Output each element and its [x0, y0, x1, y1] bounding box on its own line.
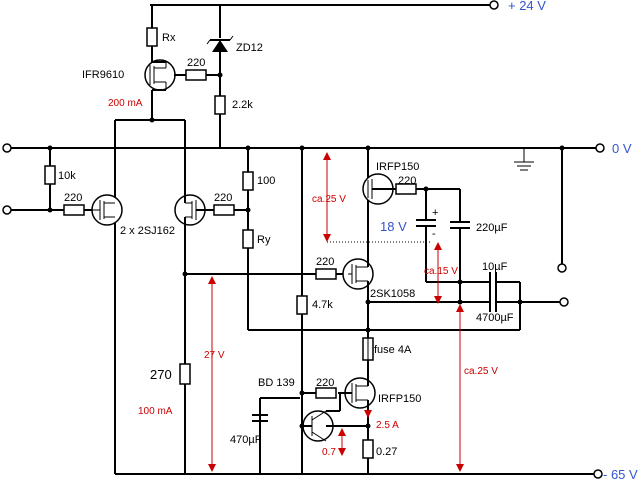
- terminal-feedback[interactable]: [557, 263, 567, 273]
- label-ry: Ry: [257, 234, 271, 246]
- label-v07: 0.7 V: [322, 447, 346, 458]
- resistor-100: [242, 171, 254, 191]
- label-r270: 270: [150, 367, 172, 382]
- resistor-10k: [44, 165, 56, 185]
- label-ifr9610: IFR9610: [82, 69, 124, 81]
- label-r220-mid: 220: [214, 192, 232, 204]
- label-i100: 100 mA: [138, 406, 173, 417]
- ground-icon: [514, 148, 534, 171]
- label-c4700: 4700µF: [476, 312, 514, 324]
- label-neg65: - 65 V: [603, 467, 638, 480]
- resistor-220-input: [63, 204, 85, 216]
- terminal-output[interactable]: [559, 297, 569, 307]
- label-irfp150-bottom: IRFP150: [378, 393, 421, 405]
- label-rx: Rx: [162, 32, 176, 44]
- resistor-0r27: [362, 439, 374, 459]
- resistor-220-mid: [213, 204, 235, 216]
- label-r220-irfp-top: 220: [398, 175, 416, 187]
- label-r220-top: 220: [187, 57, 205, 69]
- label-sj162: 2 x 2SJ162: [120, 225, 175, 237]
- label-pos24: + 24 V: [508, 0, 546, 13]
- label-r10k: 10k: [58, 170, 76, 182]
- label-r2k2: 2.2k: [232, 99, 253, 111]
- label-r100: 100: [257, 175, 275, 187]
- resistor-220-top: [185, 69, 207, 81]
- label-c470: 470µF: [230, 434, 262, 446]
- resistor-220-bottom: [315, 387, 337, 399]
- label-v15: ca.15 V: [424, 266, 458, 277]
- resistor-220-sk: [315, 268, 337, 280]
- terminal-neg65[interactable]: [593, 469, 603, 479]
- resistor-2k2: [214, 95, 226, 115]
- arrow-v27: [208, 276, 216, 472]
- label-i200: 200 mA: [108, 98, 143, 109]
- label-c10: 10µF: [482, 261, 508, 273]
- terminal-zero-right[interactable]: [595, 143, 605, 153]
- resistor-ry: [242, 229, 254, 249]
- label-plus: +: [432, 207, 438, 219]
- label-v25a: ca.25 V: [312, 194, 346, 205]
- label-sk1058: 2SK1058: [370, 288, 415, 300]
- label-r220-sk: 220: [316, 256, 334, 268]
- label-r4k7: 4.7k: [312, 299, 333, 311]
- arrow-v15: [434, 242, 442, 304]
- label-i25: 2.5 A: [376, 420, 399, 431]
- terminal-zero-left[interactable]: [2, 143, 12, 153]
- arrow-v25b: [456, 304, 464, 472]
- label-irfp150-top: IRFP150: [376, 161, 419, 173]
- label-zero: 0 V: [612, 141, 632, 156]
- label-r220-in: 220: [64, 192, 82, 204]
- label-v27: 27 V: [204, 350, 225, 361]
- label-v25b: ca.25 V: [464, 366, 498, 377]
- terminal-input[interactable]: [2, 205, 12, 215]
- label-r027: 0.27: [376, 446, 397, 458]
- resistor-4k7: [296, 295, 308, 315]
- label-c220: 220µF: [476, 222, 508, 234]
- arrow-v07: [338, 428, 346, 456]
- label-fuse: fuse 4A: [374, 344, 412, 356]
- arrow-v25a: [323, 152, 331, 242]
- label-minus: -: [432, 228, 436, 240]
- zener-diode-icon: [206, 35, 234, 52]
- zener-18v-icon: [416, 219, 436, 227]
- label-bd139: BD 139: [258, 377, 295, 389]
- label-zd12: ZD12: [236, 42, 263, 54]
- resistor-rx: [146, 27, 158, 47]
- label-r220-bottom: 220: [316, 377, 334, 389]
- label-v18: 18 V: [380, 219, 407, 234]
- terminal-pos24[interactable]: [489, 0, 499, 10]
- arrow-i25: [364, 410, 372, 418]
- resistor-270: [179, 363, 191, 385]
